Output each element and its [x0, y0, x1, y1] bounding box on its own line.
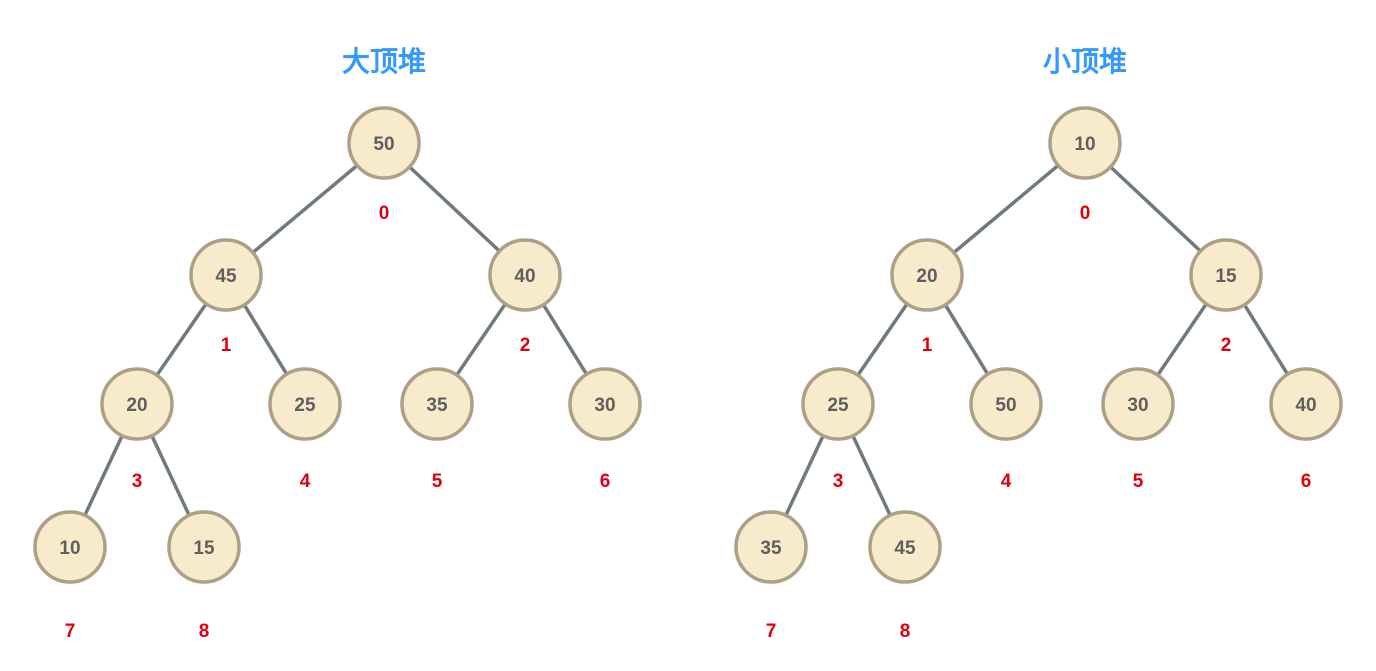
max-node-value: 20 — [126, 395, 147, 416]
min-node-index-6: 6 — [1301, 471, 1312, 492]
max-node-value: 10 — [59, 538, 80, 559]
min-node-value: 35 — [760, 538, 782, 559]
min-node-index-3: 3 — [833, 471, 844, 492]
max-node-circle — [33, 510, 107, 584]
min-node-value: 45 — [894, 538, 916, 559]
max-node-2: 40 — [488, 238, 562, 312]
min-heap-title: 小顶堆 — [1042, 46, 1127, 77]
min-node-circle — [1269, 367, 1343, 441]
max-node-circle — [189, 238, 263, 312]
min-node-circle — [969, 367, 1043, 441]
min-node-2: 15 — [1189, 238, 1263, 312]
max-node-value: 25 — [294, 395, 316, 416]
max-heap-title: 大顶堆 — [341, 46, 426, 77]
min-node-value: 20 — [916, 266, 937, 287]
min-node-6: 40 — [1269, 367, 1343, 441]
min-node-8: 45 — [868, 510, 942, 584]
min-node-index-1: 1 — [922, 335, 933, 356]
max-node-circle — [100, 367, 174, 441]
min-node-circle — [868, 510, 942, 584]
max-node-value: 50 — [373, 134, 394, 155]
min-node-value: 15 — [1215, 266, 1237, 287]
max-node-3: 20 — [100, 367, 174, 441]
min-node-value: 30 — [1127, 395, 1148, 416]
max-node-circle — [268, 367, 342, 441]
max-node-1: 45 — [189, 238, 263, 312]
max-node-7: 10 — [33, 510, 107, 584]
min-node-1: 20 — [890, 238, 964, 312]
max-node-4: 25 — [268, 367, 342, 441]
min-node-circle — [1101, 367, 1175, 441]
max-node-value: 15 — [193, 538, 215, 559]
min-node-index-7: 7 — [766, 621, 777, 642]
min-node-value: 40 — [1295, 395, 1316, 416]
max-node-0: 50 — [347, 106, 421, 180]
max-node-index-4: 4 — [300, 471, 311, 492]
min-node-value: 50 — [995, 395, 1016, 416]
max-node-8: 15 — [167, 510, 241, 584]
min-node-circle — [801, 367, 875, 441]
min-node-circle — [1189, 238, 1263, 312]
max-node-index-2: 2 — [520, 335, 531, 356]
max-node-value: 40 — [514, 266, 535, 287]
min-node-index-5: 5 — [1133, 471, 1144, 492]
min-node-0: 10 — [1048, 106, 1122, 180]
max-node-value: 30 — [594, 395, 615, 416]
min-node-value: 25 — [827, 395, 849, 416]
min-node-index-2: 2 — [1221, 335, 1232, 356]
max-node-circle — [167, 510, 241, 584]
max-node-value: 35 — [426, 395, 448, 416]
max-node-circle — [400, 367, 474, 441]
max-node-circle — [568, 367, 642, 441]
max-node-value: 45 — [215, 266, 237, 287]
min-node-circle — [734, 510, 808, 584]
max-node-index-0: 0 — [379, 203, 390, 224]
min-node-3: 25 — [801, 367, 875, 441]
max-node-index-7: 7 — [65, 621, 76, 642]
max-node-index-5: 5 — [432, 471, 443, 492]
min-node-4: 50 — [969, 367, 1043, 441]
min-node-5: 30 — [1101, 367, 1175, 441]
max-node-index-8: 8 — [199, 621, 210, 642]
min-node-index-0: 0 — [1080, 203, 1091, 224]
min-node-circle — [890, 238, 964, 312]
max-node-5: 35 — [400, 367, 474, 441]
max-node-circle — [347, 106, 421, 180]
max-node-6: 30 — [568, 367, 642, 441]
min-node-index-4: 4 — [1001, 471, 1012, 492]
max-node-index-3: 3 — [132, 471, 143, 492]
min-node-value: 10 — [1074, 134, 1095, 155]
max-node-index-1: 1 — [221, 335, 232, 356]
max-node-circle — [488, 238, 562, 312]
min-node-7: 35 — [734, 510, 808, 584]
min-node-index-8: 8 — [900, 621, 911, 642]
min-node-circle — [1048, 106, 1122, 180]
max-node-index-6: 6 — [600, 471, 611, 492]
